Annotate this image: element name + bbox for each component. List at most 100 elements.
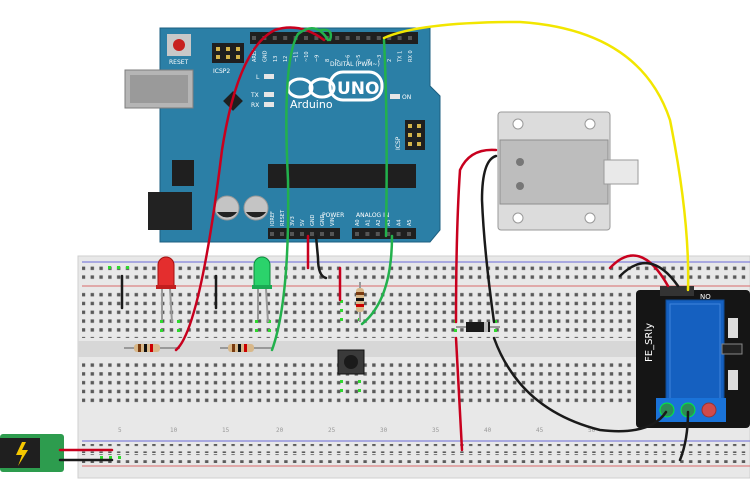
digital-pin-hole [397, 36, 402, 40]
wire-black-gnd [314, 234, 328, 280]
analog-pin-hole [407, 232, 411, 236]
wire-red-solenoid [454, 148, 498, 324]
relay-no-label: NO [700, 293, 711, 301]
relay-diode [728, 370, 738, 390]
digital-pin-hole [366, 36, 371, 40]
tx-led [264, 92, 274, 97]
digital-pin-hole [335, 36, 340, 40]
analog-in-label: ANALOG IN [356, 212, 389, 219]
power-pin-label: 5V [300, 219, 306, 226]
analog-pin-label: A0 [355, 219, 361, 226]
power-pin-hole [270, 232, 274, 236]
svg-text:35: 35 [432, 427, 440, 434]
digital-pin-label: RX 0 [408, 50, 414, 62]
icsp-header [405, 120, 425, 150]
wire-black-relay-com [492, 336, 668, 433]
barrel-jack [148, 192, 192, 230]
power-pin-label: VIN [330, 217, 336, 226]
solenoid-lock [497, 111, 639, 231]
analog-pin-label: A5 [407, 219, 413, 226]
l-led [264, 74, 274, 79]
svg-text:5: 5 [118, 427, 122, 434]
digital-pin-label: ~6 [346, 55, 352, 62]
power-pin-label: GND [320, 214, 326, 226]
analog-pin-label: A2 [376, 219, 382, 226]
wire-red-pin-led [174, 26, 326, 352]
relay-module: FE_SRly NO [636, 286, 750, 428]
pushbutton [337, 349, 365, 375]
digital-pin-label: 2 [387, 59, 393, 62]
power-pin-hole [300, 232, 304, 236]
digital-pin-hole [387, 36, 392, 40]
power-pin-hole [310, 232, 314, 236]
analog-pin-label: A4 [397, 219, 403, 226]
digital-pin-label: GND [262, 50, 268, 62]
analog-pin-hole [386, 232, 391, 236]
power-pin-label: GND [310, 214, 316, 226]
voltage-regulator [172, 160, 194, 186]
wires [58, 20, 690, 462]
wire-black-relay-no [678, 410, 690, 462]
wire-black-relay-gnd [618, 261, 680, 288]
digital-pin-label: AREF [252, 49, 258, 62]
power-pin-hole [330, 232, 334, 236]
analog-pin-hole [365, 232, 370, 236]
digital-pin-label: ~11 [294, 51, 300, 62]
analog-header [352, 228, 416, 239]
digital-pin-label: 7 [335, 59, 341, 62]
analog-pin-hole [355, 232, 359, 236]
relay-resistor [728, 318, 738, 338]
digital-pin-label: ~9 [314, 55, 320, 62]
rx-led [264, 102, 274, 107]
svg-text:40: 40 [484, 427, 492, 434]
resistor-button [356, 282, 364, 322]
svg-text:45: 45 [536, 427, 544, 434]
digital-pin-hole [304, 36, 308, 40]
digital-pin-hole [345, 36, 350, 40]
wire-green-pin-a0 [382, 38, 388, 238]
flyback-diode [456, 322, 500, 332]
digital-pin-label: ~3 [377, 55, 383, 62]
green-led [252, 256, 272, 323]
wire-green-pin-led [270, 27, 330, 352]
on-led-label: ON [402, 94, 411, 101]
power-pin-label: IOREF [270, 211, 276, 226]
power-pin-hole [320, 232, 324, 236]
svg-text:20: 20 [276, 427, 284, 434]
digital-pin-hole [272, 36, 277, 40]
resistor-green-led [220, 344, 272, 352]
digital-pin-label: 12 [283, 56, 289, 62]
icsp2-label: ICSP2 [213, 68, 230, 75]
power-label: POWER [322, 212, 344, 219]
digital-pwm-label: DIGITAL (PWM~) [330, 61, 380, 68]
svg-text:50: 50 [588, 427, 596, 434]
svg-text:30: 30 [380, 427, 388, 434]
rx-led-label: RX [251, 102, 259, 109]
digital-pin-label: ~10 [304, 51, 310, 62]
relay-screw-terminals [656, 398, 726, 422]
microcontroller-chip [268, 164, 416, 188]
digital-pin-hole [283, 36, 288, 40]
wire-red-relay-vcc [608, 254, 670, 288]
digital-pin-hole [376, 36, 381, 40]
digital-pin-label: 13 [273, 56, 279, 62]
lightning-icon [16, 442, 28, 466]
on-led [390, 94, 400, 99]
external-power-jack [0, 434, 64, 472]
digital-pin-hole [314, 36, 319, 40]
power-pin-hole [290, 232, 294, 236]
svg-text:10: 10 [170, 427, 178, 434]
digital-pin-label: ~5 [356, 55, 362, 62]
wire-black-solenoid [480, 154, 498, 324]
reset-label: RESET [169, 59, 189, 66]
icsp2-header [212, 43, 244, 63]
tx-led-label: TX [250, 92, 259, 99]
analog-pin-label: A3 [386, 219, 392, 226]
l-led-label: L [256, 74, 260, 81]
arduino-brand-text: Arduino [290, 98, 333, 111]
analog-pin-hole [375, 232, 380, 236]
resistor-red-led [124, 344, 180, 352]
digital-pin-label: TX 1 [398, 51, 404, 63]
digital-pin-hole [252, 36, 256, 40]
